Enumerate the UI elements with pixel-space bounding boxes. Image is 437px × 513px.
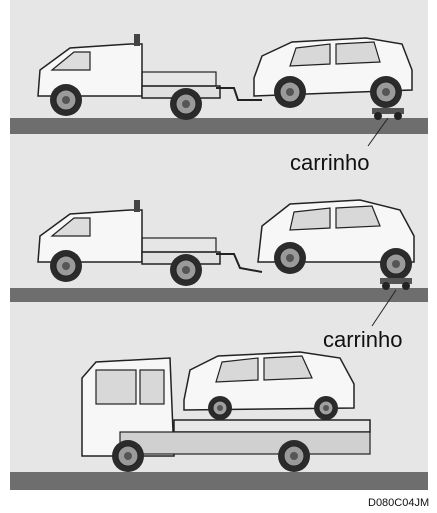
ground-2 — [10, 288, 428, 302]
figure-code: D080C04JM — [368, 497, 430, 509]
dolly-2-leader — [371, 289, 397, 327]
flatbed-truck — [81, 357, 371, 473]
dolly-label-2: carrinho — [323, 327, 403, 352]
ground-1 — [10, 118, 428, 134]
scene-1-rear-lift — [10, 34, 428, 147]
suv-3 — [183, 351, 355, 421]
dolly-1-leader — [367, 117, 389, 147]
suv-1 — [253, 37, 413, 109]
tow-truck-1 — [37, 34, 262, 121]
dolly-2 — [380, 278, 412, 290]
tow-truck-2 — [37, 200, 263, 287]
scene-2-front-lift — [10, 199, 428, 327]
suv-2 — [257, 199, 415, 281]
dolly-label-1: carrinho — [290, 150, 370, 175]
dolly-1 — [372, 108, 404, 120]
scene-3-flatbed — [10, 351, 428, 490]
ground-3 — [10, 472, 428, 490]
